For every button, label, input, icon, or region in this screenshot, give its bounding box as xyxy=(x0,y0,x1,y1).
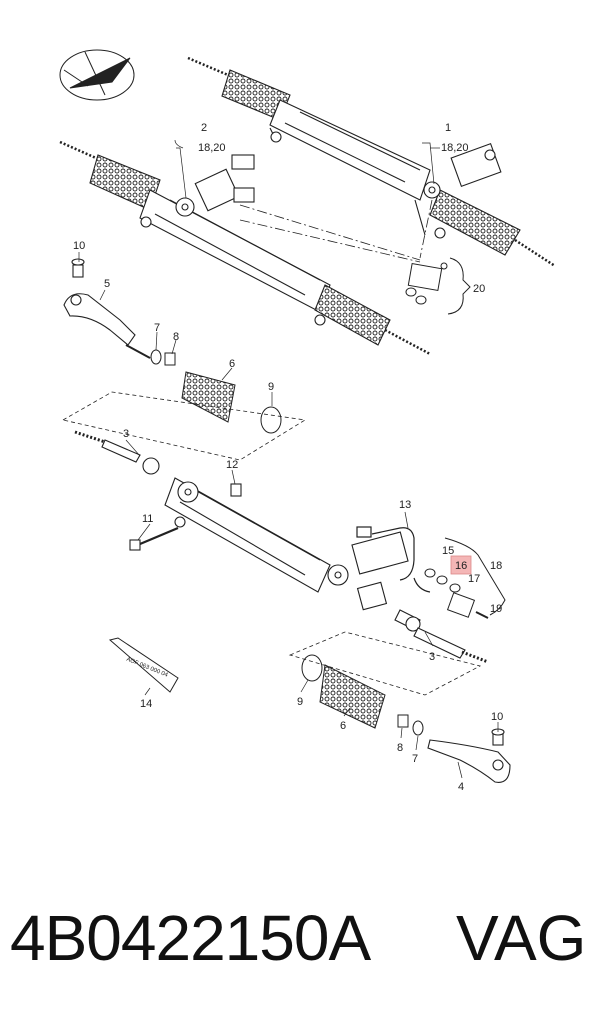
inner-tie-rod-upper xyxy=(74,430,160,475)
inner-tie-rod-lower xyxy=(405,616,489,664)
part-number: 4B0422150A xyxy=(10,902,371,974)
bolt-11 xyxy=(129,526,179,551)
pressure-pipe xyxy=(356,526,431,593)
callout-16: 16 xyxy=(455,560,467,572)
callout-13: 13 xyxy=(399,499,411,511)
callout-3-top: 3 xyxy=(123,428,129,440)
callout-7-top: 7 xyxy=(154,322,160,334)
leader-lines xyxy=(78,139,499,779)
callout-11: 11 xyxy=(142,513,153,525)
callout-5: 5 xyxy=(104,278,110,290)
rack-assembly-lower xyxy=(164,477,421,631)
callout-18: 18 xyxy=(490,560,502,572)
callout-10-bottom: 10 xyxy=(491,711,503,723)
rack-assembly-upper xyxy=(187,56,556,268)
lock-nuts-lower xyxy=(397,714,424,736)
link-lines xyxy=(239,199,433,263)
callout-6-bottom: 6 xyxy=(340,720,346,732)
callout-2-sub: 18,20 xyxy=(198,142,226,154)
lock-nuts-upper xyxy=(125,344,176,366)
boot-lower xyxy=(301,654,386,729)
callout-labels: 1 18,20 2 18,20 20 10 5 7 8 6 9 3 12 11 … xyxy=(73,122,503,793)
callout-6-top: 6 xyxy=(229,358,235,370)
callout-10-top: 10 xyxy=(73,240,85,252)
brand-name: VAG xyxy=(456,902,587,974)
callout-20: 20 xyxy=(473,283,485,295)
callout-15: 15 xyxy=(442,545,454,557)
callout-4: 4 xyxy=(458,781,464,793)
product-caption: 4B0422150A VAG xyxy=(0,888,600,988)
callout-9-top: 9 xyxy=(268,381,274,393)
callout-19: 19 xyxy=(490,603,502,615)
callout-14: 14 xyxy=(140,698,152,710)
seal-kit xyxy=(424,537,506,619)
highlight-box xyxy=(450,555,472,575)
orientation-icon xyxy=(59,49,135,101)
tie-rod-end-left xyxy=(63,258,136,346)
callout-7-bottom: 7 xyxy=(412,753,418,765)
kit-outline-lower xyxy=(288,631,482,696)
callout-8-top: 8 xyxy=(173,331,179,343)
callout-9-bottom: 9 xyxy=(297,696,303,708)
callout-1: 1 xyxy=(445,122,451,134)
callout-1-sub: 18,20 xyxy=(441,142,469,154)
callout-3-bottom: 3 xyxy=(429,651,435,663)
callout-8-bottom: 8 xyxy=(397,742,403,754)
boot-upper xyxy=(181,371,282,434)
callout-17: 17 xyxy=(468,573,480,585)
steering-rack-exploded-diagram: AOF 063 000 04 xyxy=(59,49,556,793)
callout-2: 2 xyxy=(201,122,207,134)
bracket-kit xyxy=(405,257,471,315)
callout-12: 12 xyxy=(226,459,238,471)
grease-tube: AOF 063 000 04 xyxy=(108,637,179,693)
rack-assembly-middle xyxy=(59,140,431,356)
kit-outline-upper xyxy=(61,391,307,461)
tie-rod-end-right xyxy=(427,728,511,783)
